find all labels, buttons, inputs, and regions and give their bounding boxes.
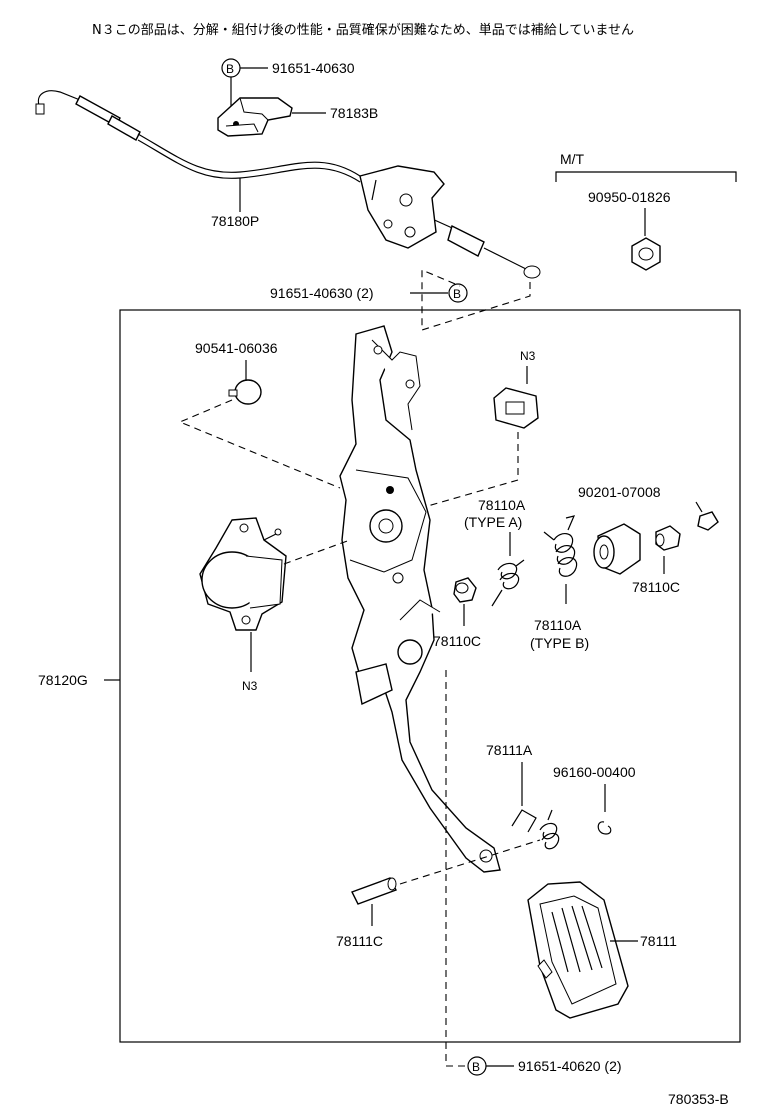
label-78120g: 78120G	[38, 672, 88, 688]
spring-78111a	[511, 809, 560, 850]
label-91651-40630-2: 91651-40630 (2)	[270, 285, 374, 301]
assembly-box	[119, 309, 741, 1043]
label-n3-upper: N3	[520, 349, 536, 363]
callout-b-letter: B	[226, 62, 234, 76]
label-78111: 78111	[640, 933, 677, 949]
pedal-arm-bracket-78120g	[339, 325, 501, 873]
label-78183b: 78183B	[330, 105, 378, 121]
clip-96160-00400	[597, 821, 612, 835]
leader-dashed-mid	[421, 269, 531, 331]
label-78110a-type-b: 78110A	[534, 617, 582, 633]
label-78111c: 78111C	[336, 933, 383, 949]
cable-mount-bracket	[359, 165, 445, 249]
label-type-b: (TYPE B)	[530, 635, 589, 651]
washer-90201-07008	[697, 511, 719, 531]
callout-b-letter: B	[453, 287, 461, 301]
label-91651-40620-2: 91651-40620 (2)	[518, 1058, 622, 1074]
bracket-78183b	[217, 97, 293, 137]
leader-dashed-90541	[178, 399, 341, 489]
pin-78110c-small	[655, 525, 681, 551]
spring-78110a-type-b	[543, 515, 578, 577]
leader-dashed-actuator	[283, 539, 351, 565]
mt-bracket-line	[555, 171, 737, 182]
label-90950-01826: 90950-01826	[588, 189, 671, 205]
label-78111a: 78111A	[486, 742, 533, 758]
bushing-78110c-right	[593, 523, 641, 575]
label-91651-40630-top: 91651-40630	[272, 60, 355, 76]
stopper-90541-06036	[228, 379, 262, 405]
leader-dashed-n3	[399, 432, 519, 515]
accelerator-cable-78180p	[35, 90, 541, 279]
label-n3-lower: N3	[242, 679, 258, 693]
leader-dashed-bottom	[445, 670, 466, 1067]
callout-b-mid: B	[448, 283, 468, 303]
cushion-90950-01826	[631, 237, 661, 271]
label-78110c-mid: 78110C	[433, 633, 481, 649]
pedal-pad-78111	[527, 881, 629, 1019]
pin-78111c	[351, 877, 397, 905]
label-78110c-right: 78110C	[632, 579, 680, 595]
leader-dashed-pin	[399, 839, 541, 885]
spring-78110a-type-a	[491, 559, 525, 607]
header-note: N３この部品は、分解・組付け後の性能・品質確保が困難なため、単品では補給していま…	[92, 22, 634, 38]
label-78110a-type-a: 78110A	[478, 497, 526, 513]
label-90201-07008: 90201-07008	[578, 484, 661, 500]
drawing-id: 780353-B	[668, 1091, 729, 1107]
label-90541-06036: 90541-06036	[195, 340, 278, 356]
label-type-a: (TYPE A)	[464, 514, 522, 530]
label-96160-00400: 96160-00400	[553, 764, 636, 780]
bushing-78110c-mid	[453, 577, 477, 603]
actuator-n3-lower	[199, 517, 287, 631]
callout-b-bottom: B	[467, 1056, 487, 1076]
callout-b-letter: B	[472, 1060, 480, 1074]
label-78180p: 78180P	[211, 213, 259, 229]
label-mt: M/T	[560, 151, 585, 167]
switch-n3-upper	[493, 387, 539, 429]
